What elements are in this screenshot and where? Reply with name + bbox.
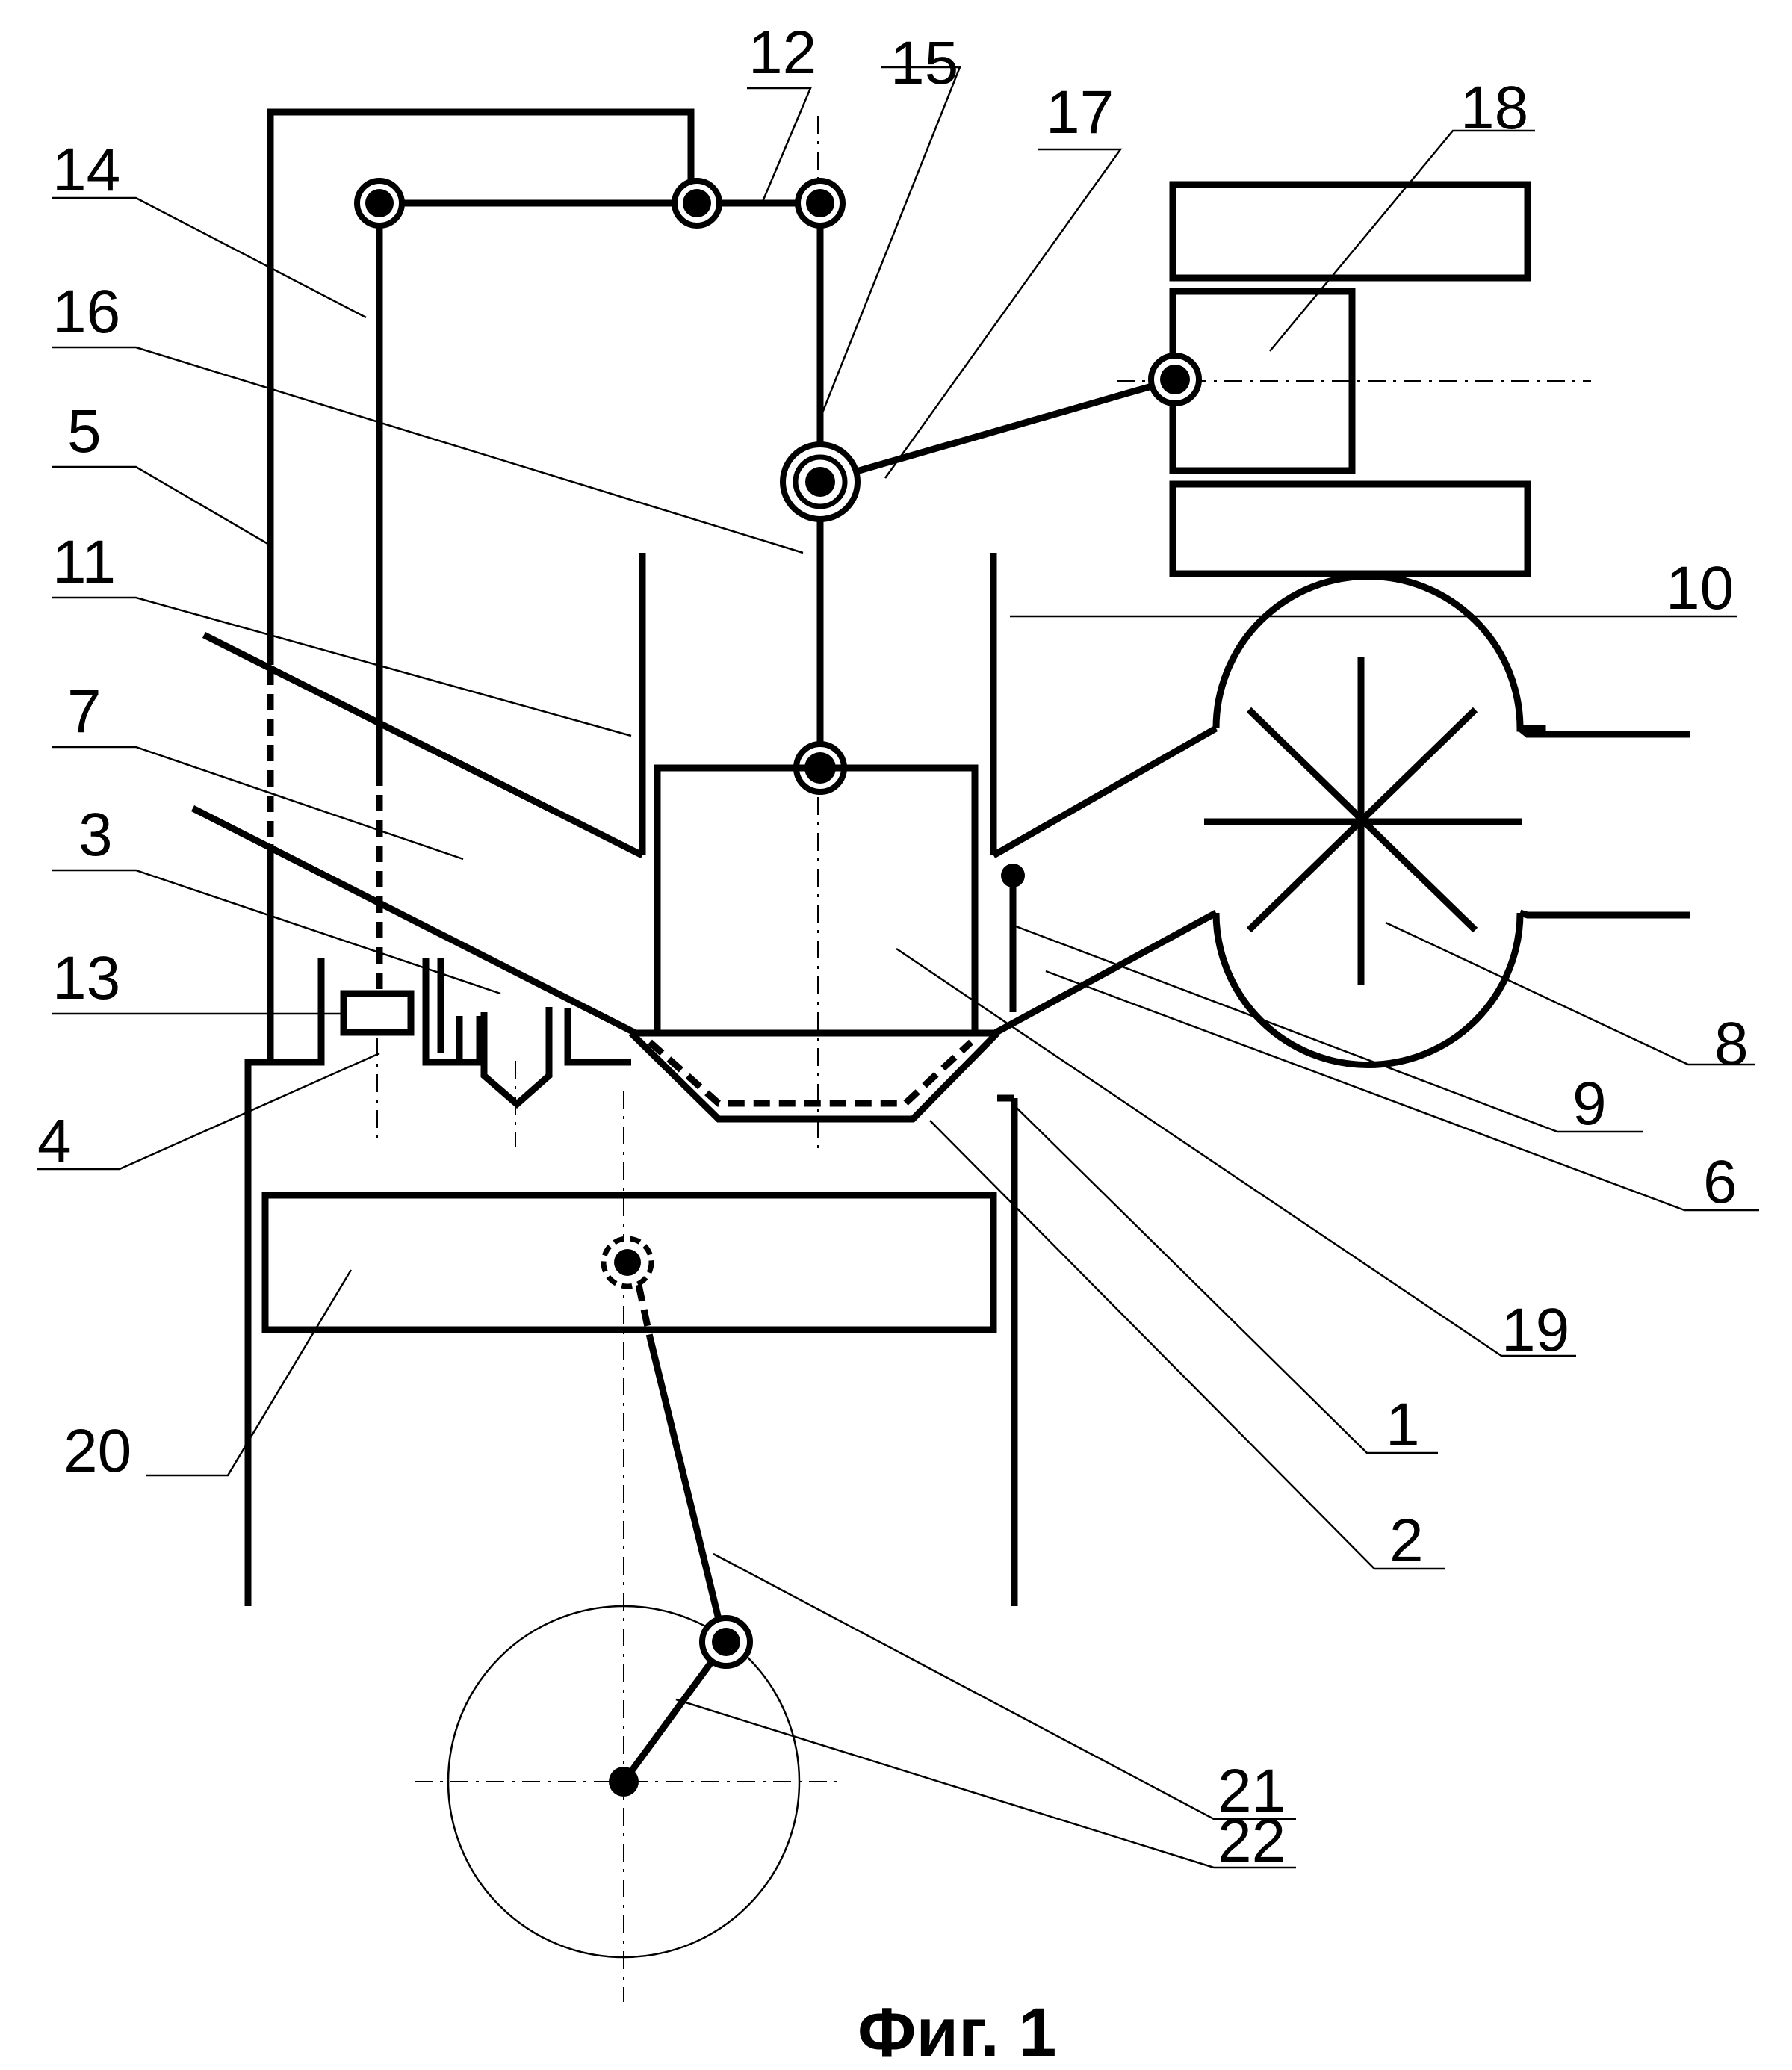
valve-13 [344, 994, 411, 1032]
label-7: 7 [67, 678, 102, 746]
joint-double-15 [783, 444, 858, 519]
label-4: 4 [37, 1107, 72, 1175]
flap-9 [1001, 864, 1025, 1012]
labels: 12 15 17 18 14 16 5 11 10 7 3 13 8 9 4 6… [37, 19, 1749, 1875]
joint-pivot-right [798, 181, 843, 226]
label-2: 2 [1389, 1507, 1424, 1575]
label-16: 16 [52, 278, 120, 346]
label-22: 22 [1218, 1807, 1286, 1875]
frame-5 [270, 112, 691, 1061]
label-9: 9 [1572, 1070, 1607, 1138]
label-12: 12 [748, 19, 816, 87]
label-8: 8 [1714, 1010, 1749, 1078]
crank-22 [609, 1618, 750, 1797]
joint-pivot-left [357, 181, 402, 226]
injector-3 [484, 1007, 549, 1104]
displacer-19 [657, 768, 975, 1033]
joint-18 [1151, 356, 1199, 403]
joint-pivot-mid [675, 181, 719, 226]
label-13: 13 [52, 944, 120, 1012]
label-15: 15 [890, 29, 958, 97]
label-17: 17 [1046, 78, 1114, 146]
label-11: 11 [52, 528, 116, 596]
label-10: 10 [1666, 554, 1734, 622]
label-14: 14 [52, 136, 120, 204]
label-19: 19 [1501, 1296, 1569, 1364]
con-rod-21 [639, 1285, 725, 1643]
leader-lines [37, 67, 1759, 1868]
inlet-channel-7 [193, 635, 642, 1035]
label-20: 20 [63, 1417, 131, 1485]
label-18: 18 [1460, 74, 1528, 142]
link-17 [820, 379, 1175, 482]
label-3: 3 [78, 801, 113, 869]
label-6: 6 [1703, 1148, 1737, 1216]
label-5: 5 [67, 397, 102, 465]
figure-caption: Фиг. 1 [858, 1995, 1056, 2070]
label-1: 1 [1386, 1391, 1420, 1459]
block-18 [1173, 185, 1528, 574]
piston-pin-dashed [604, 1239, 651, 1286]
fan-8 [1204, 577, 1690, 1065]
